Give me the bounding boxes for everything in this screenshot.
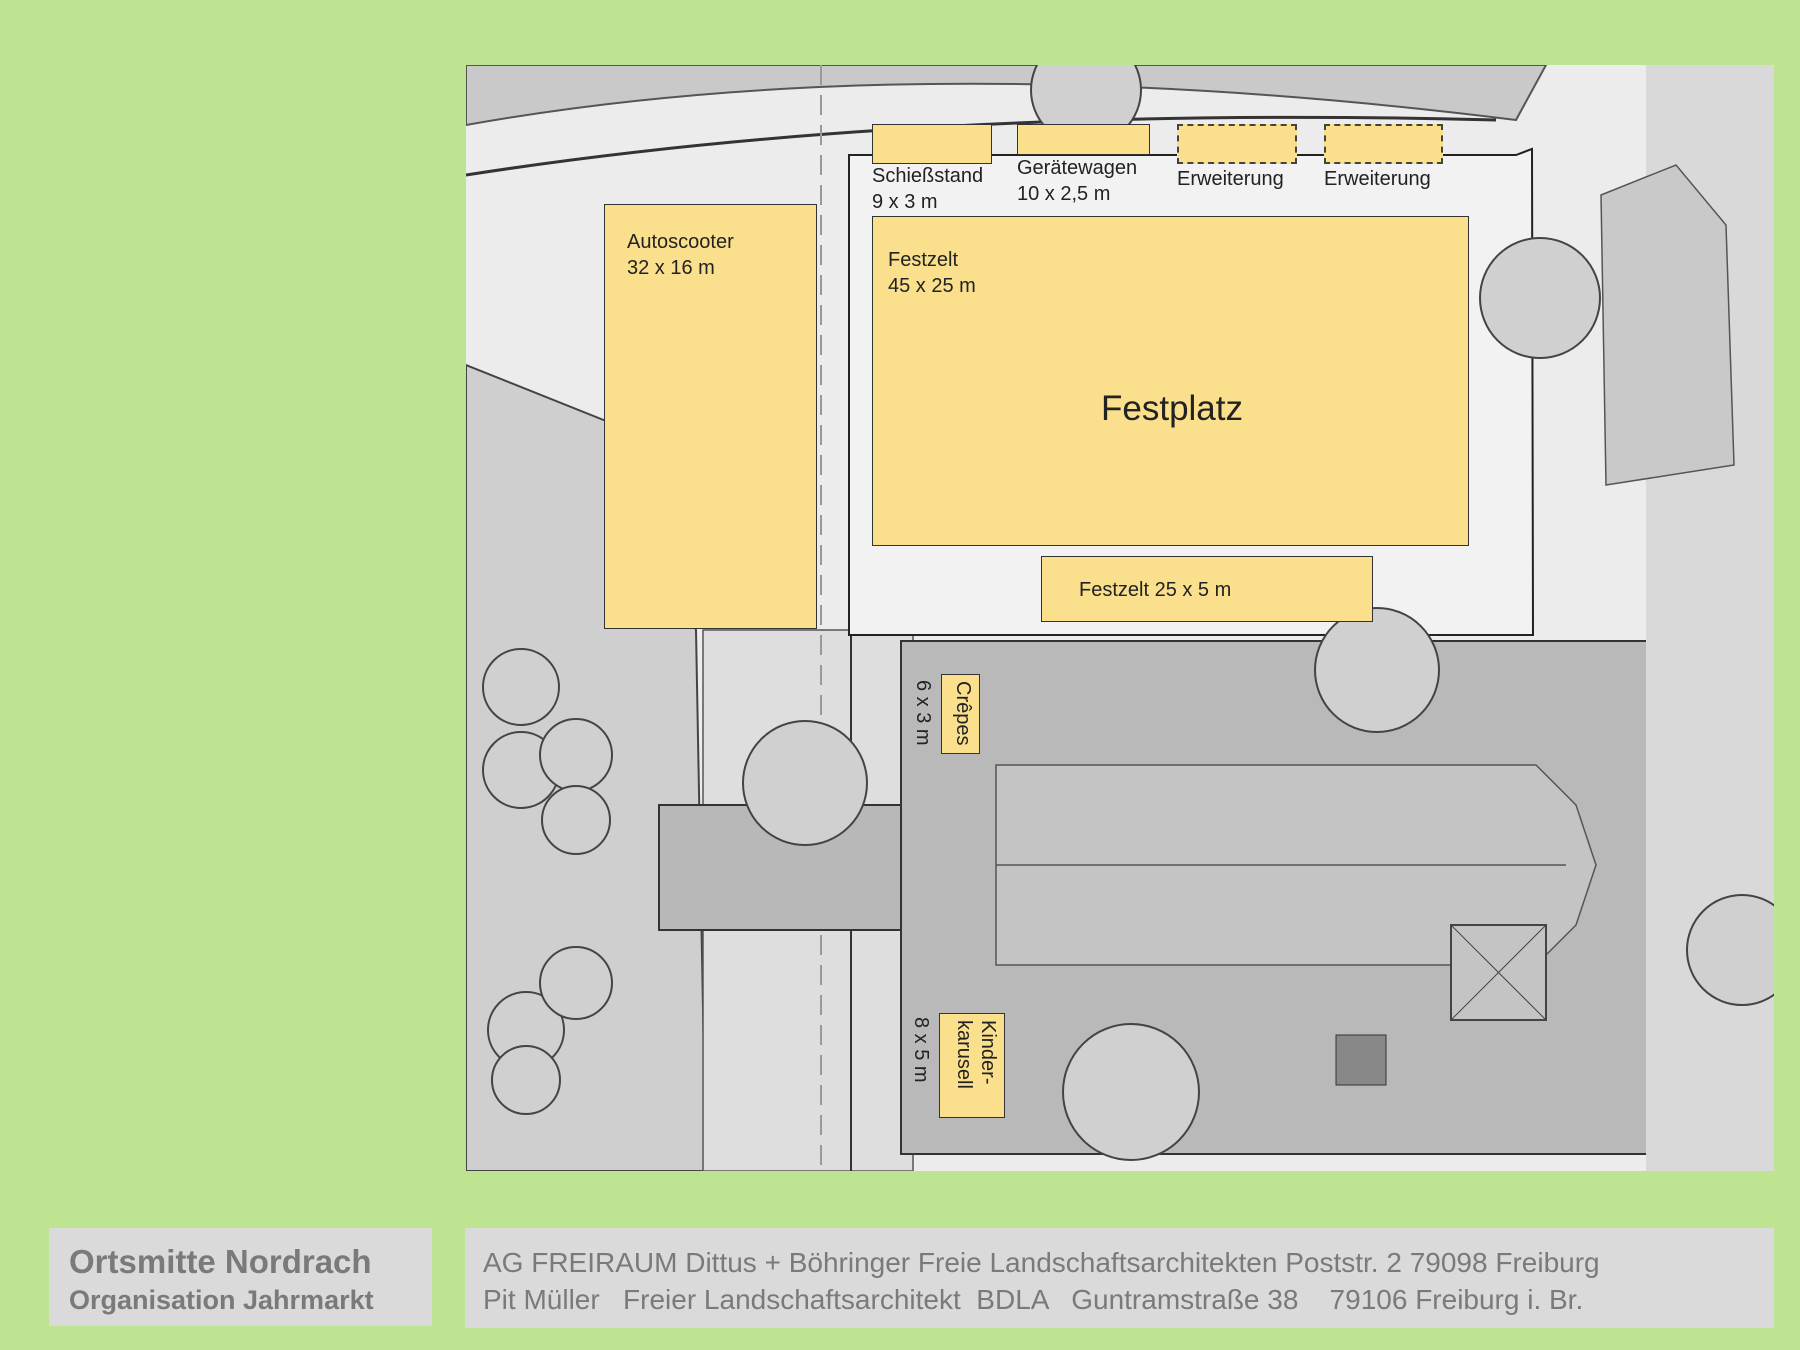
erweiterung-2-label: Erweiterung	[1324, 168, 1431, 190]
stand-festzelt-small[interactable]: Festzelt 25 x 5 m	[1041, 556, 1373, 622]
kinderkarusell-size: 8 x 5 m	[910, 1017, 932, 1083]
architect-line-1: AG FREIRAUM Dittus + Böhringer Freie Lan…	[483, 1247, 1600, 1278]
erweiterung-1-label: Erweiterung	[1177, 168, 1284, 190]
architect-line-2: Pit Müller Freier Landschaftsarchitekt B…	[483, 1284, 1584, 1315]
project-info-box: Ortsmitte Nordrach Organisation Jahrmark…	[49, 1228, 432, 1326]
crepes-size: 6 x 3 m	[912, 680, 934, 746]
stand-geraetewagen[interactable]	[1017, 124, 1150, 155]
kinderkarusell-label: Kinder-karusell	[953, 1020, 999, 1089]
architect-info-box: AG FREIRAUM Dittus + Böhringer Freie Lan…	[465, 1228, 1774, 1328]
stand-kinderkarusell[interactable]: Kinder-karusell	[939, 1013, 1005, 1118]
stand-erweiterung-2[interactable]	[1324, 124, 1443, 164]
festzelt-small-label: Festzelt 25 x 5 m	[1079, 579, 1232, 601]
stand-erweiterung-1[interactable]	[1177, 124, 1297, 164]
festplatz-title: Festplatz	[1101, 389, 1243, 428]
project-subtitle: Organisation Jahrmarkt	[69, 1285, 374, 1315]
project-title: Ortsmitte Nordrach	[69, 1243, 372, 1280]
stand-crepes[interactable]: Crêpes	[941, 674, 980, 754]
stand-schiessstand[interactable]	[872, 124, 992, 164]
crepes-label: Crêpes	[952, 681, 974, 746]
